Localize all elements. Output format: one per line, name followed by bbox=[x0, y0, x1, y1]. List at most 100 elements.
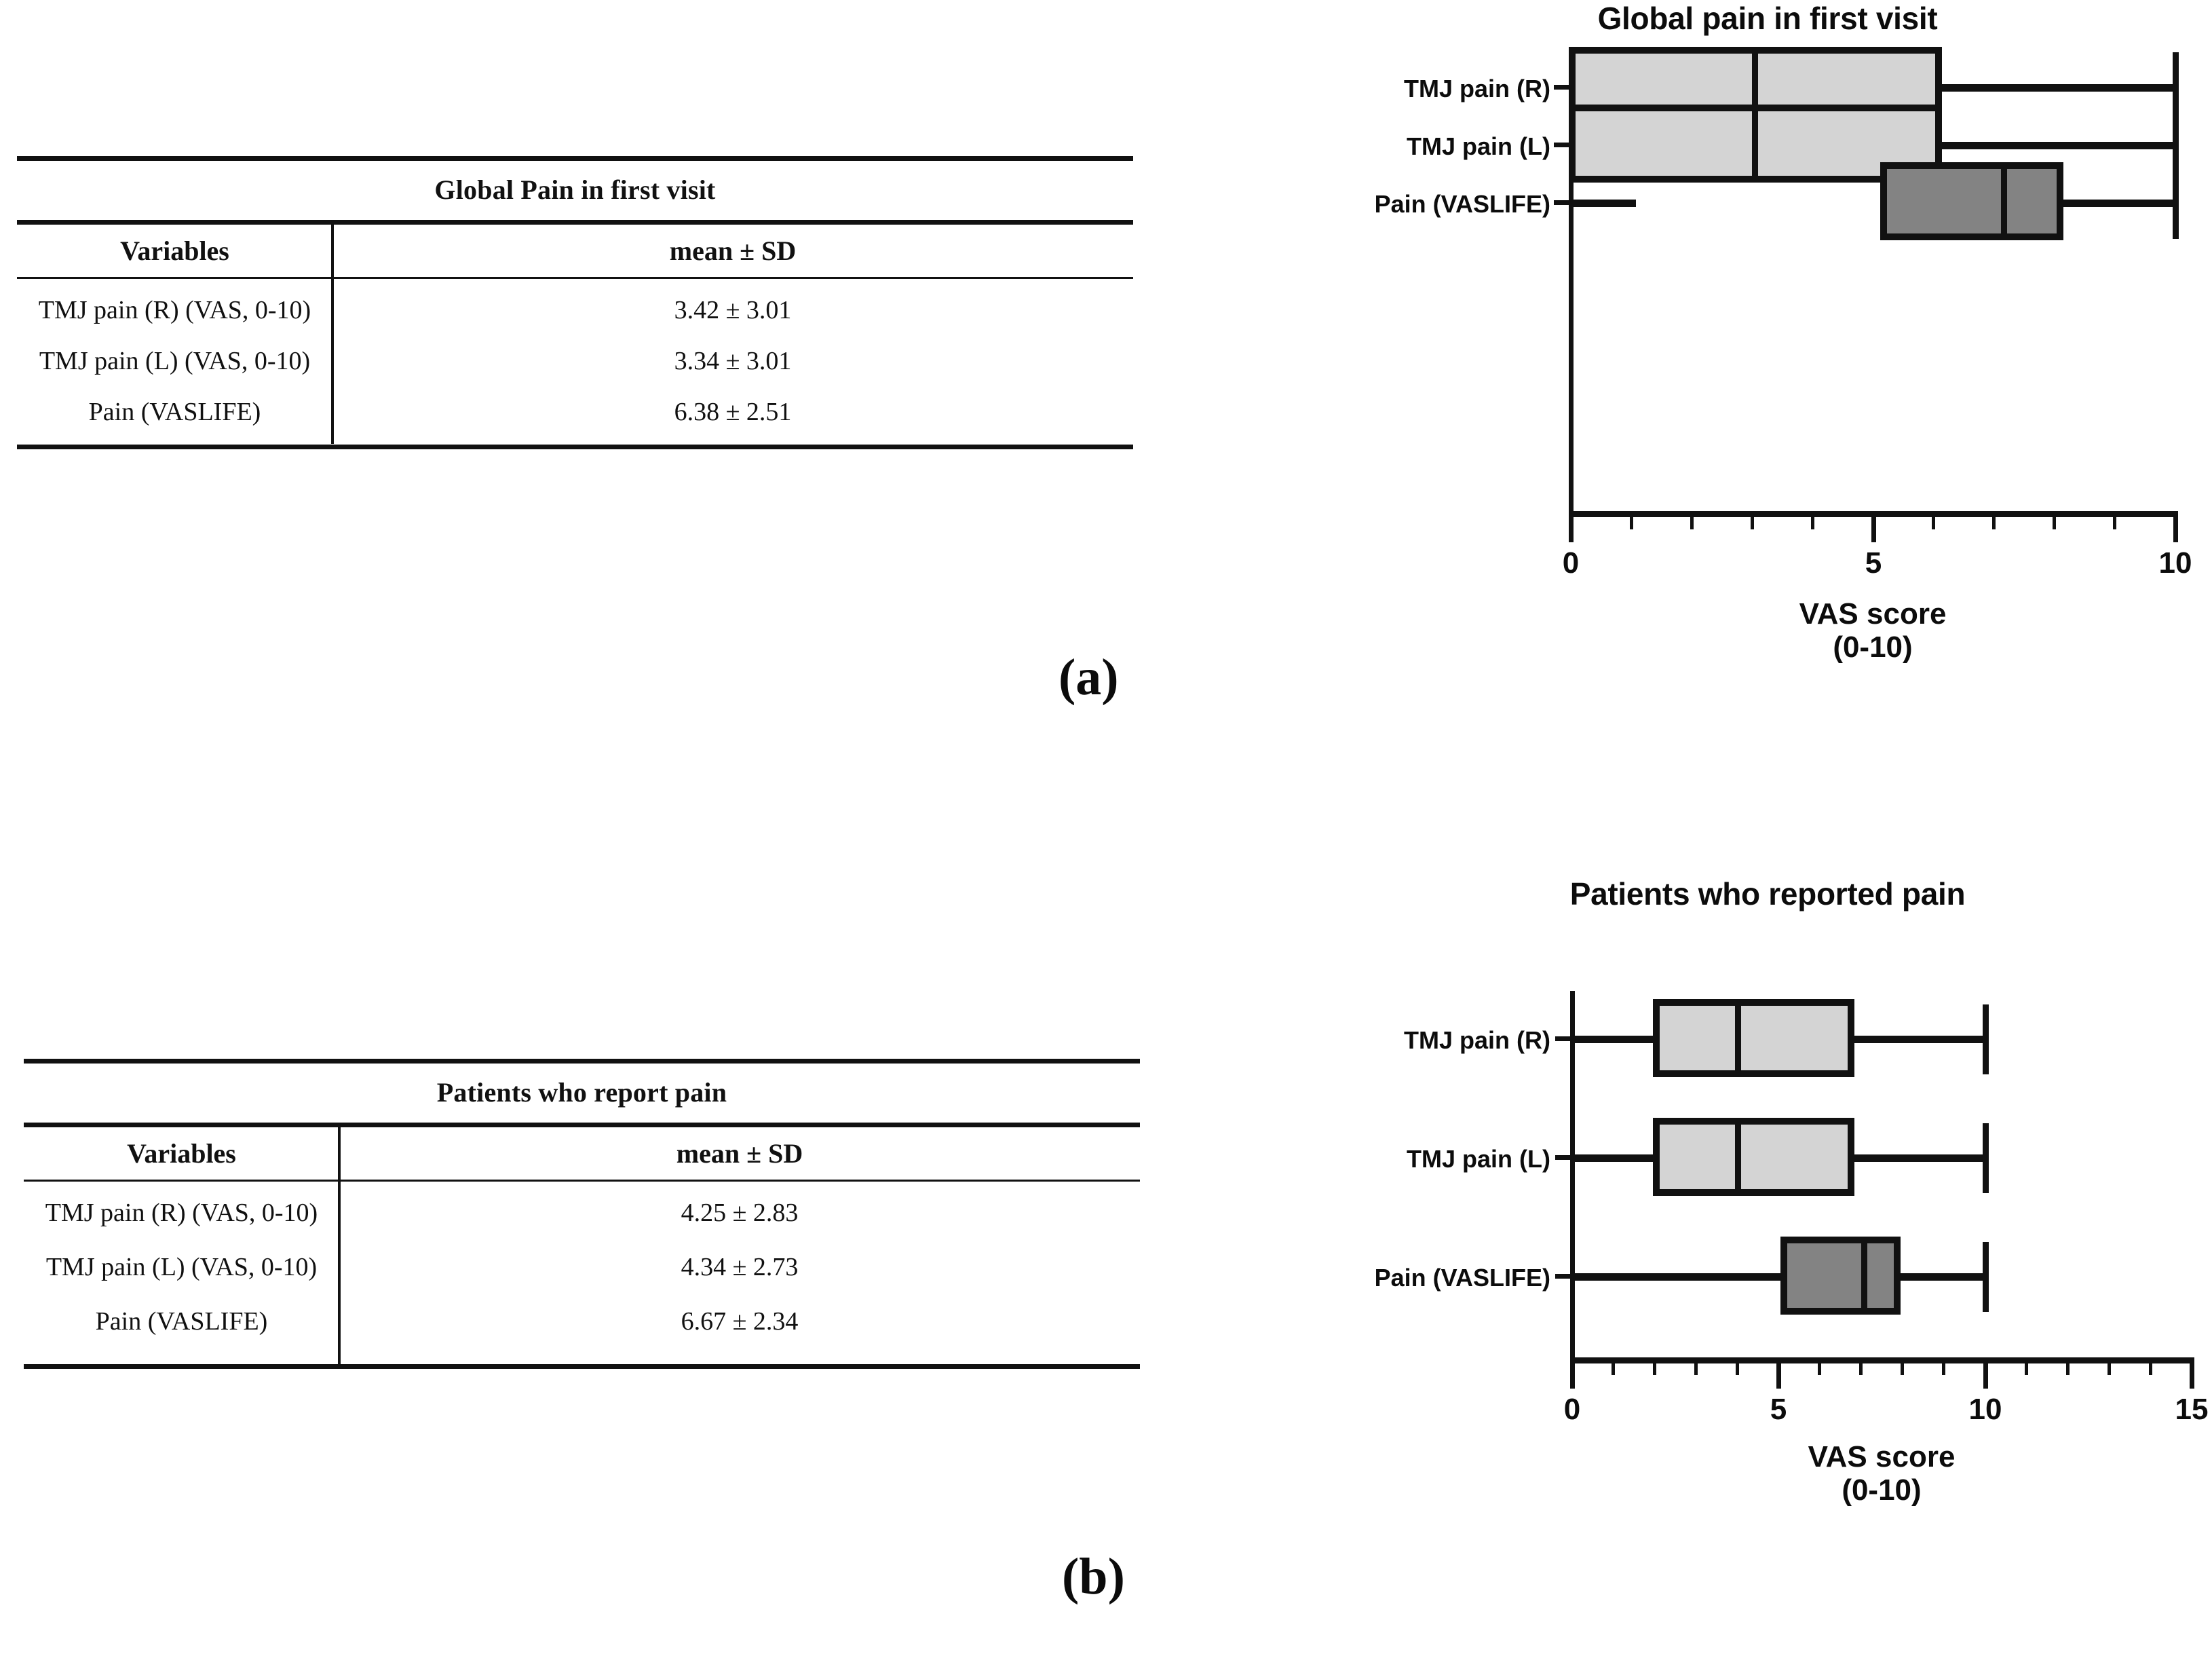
table-a-header-rule bbox=[17, 220, 1133, 225]
table-b-top-rule bbox=[24, 1059, 1140, 1064]
chart-b-xtick-minor-7 bbox=[1859, 1357, 1863, 1375]
chart-b-xtick-minor-4 bbox=[1736, 1357, 1739, 1375]
chart-a-box-1-cap-right bbox=[2173, 110, 2179, 181]
chart-b-xtick-15 bbox=[2190, 1357, 2194, 1389]
chart-a-category-label-0: TMJ pain (R) bbox=[1404, 75, 1550, 102]
table-a-col-variables: Variables bbox=[120, 236, 229, 266]
chart-a-xticklabel-10: 10 bbox=[2158, 546, 2192, 580]
chart-a-xtick-minor-2 bbox=[1690, 511, 1694, 529]
chart-b-xticklabel-15: 15 bbox=[2175, 1393, 2209, 1426]
chart-b-xtick-minor-12 bbox=[2066, 1357, 2070, 1375]
chart-b-xtick-minor-1 bbox=[1612, 1357, 1615, 1375]
table-a-column-divider bbox=[331, 220, 334, 444]
table-a-title: Global Pain in first visit bbox=[434, 174, 716, 205]
chart-a-xticklabel-0: 0 bbox=[1562, 546, 1580, 580]
chart-b-category-label-2: Pain (VASLIFE) bbox=[1374, 1264, 1550, 1292]
chart-b-xticklabel-10: 10 bbox=[1968, 1393, 2002, 1426]
chart-b-category-tick-1 bbox=[1555, 1155, 1576, 1160]
table-b-header-rule bbox=[24, 1123, 1140, 1127]
table-b-row-1-variable: TMJ pain (L) (VAS, 0-10) bbox=[45, 1253, 318, 1281]
chart-b-box-2-body bbox=[1780, 1237, 1901, 1315]
chart-b-xtick-minor-2 bbox=[1653, 1357, 1656, 1375]
chart-b-xtick-minor-6 bbox=[1818, 1357, 1821, 1375]
chart-a-xtick-0 bbox=[1569, 511, 1574, 542]
chart-b-box-1-cap-right bbox=[1983, 1123, 1989, 1193]
chart-b-box-2-whisker-left bbox=[1570, 1273, 1782, 1281]
chart-b-category-tick-2 bbox=[1555, 1274, 1576, 1279]
chart-a-box-0-whisker-right bbox=[1938, 84, 2176, 92]
chart-a-title: Global pain in first visit bbox=[1597, 1, 1938, 36]
table-a-bottom-rule bbox=[17, 445, 1133, 449]
chart-a-x-axis-title-sub: (0-10) bbox=[1833, 631, 1913, 664]
chart-a-xtick-10 bbox=[2173, 511, 2178, 542]
chart-a-xtick-minor-3 bbox=[1751, 511, 1754, 529]
chart-b-box-2-whisker-right bbox=[1896, 1273, 1986, 1281]
chart-b-xtick-10 bbox=[1983, 1357, 1988, 1389]
chart-b-xticklabel-0: 0 bbox=[1563, 1393, 1581, 1426]
chart-b-x-axis-title-main: VAS score bbox=[1808, 1440, 1956, 1473]
chart-b-x-axis bbox=[1570, 1357, 2194, 1363]
chart-a-xtick-minor-7 bbox=[1992, 511, 1996, 529]
chart-b-box-1-body bbox=[1653, 1118, 1854, 1196]
chart-a-box-2-body bbox=[1880, 162, 2063, 240]
chart-b-plot-area: 0 5 10 15 VAS score (0-10) TMJ pain (R) … bbox=[1323, 876, 2212, 1554]
chart-a-plot-area: 0 5 10 VAS score (0-10) TMJ pain (R) TMJ… bbox=[1323, 0, 2212, 679]
chart-a-box-1-whisker-right bbox=[1938, 142, 2176, 149]
chart-b-x-axis-title: VAS score (0-10) bbox=[1641, 1440, 2122, 1507]
chart-b-xtick-minor-8 bbox=[1901, 1357, 1904, 1375]
chart-a-category-label-1: TMJ pain (L) bbox=[1407, 132, 1550, 160]
chart-b-title: Patients who reported pain bbox=[1569, 876, 1966, 911]
chart-b-xtick-0 bbox=[1570, 1357, 1575, 1389]
chart-b-category-label-1: TMJ pain (L) bbox=[1407, 1145, 1550, 1173]
table-b-col-variables: Variables bbox=[127, 1138, 236, 1169]
chart-a-y-axis bbox=[1569, 53, 1574, 514]
table-top-rule bbox=[17, 156, 1133, 161]
table-b-row-2-variable: Pain (VASLIFE) bbox=[95, 1307, 268, 1336]
table-a-row-2-value: 6.38 ± 2.51 bbox=[674, 398, 792, 426]
chart-a-category-tick-0 bbox=[1554, 85, 1574, 90]
table-a-row-0-value: 3.42 ± 3.01 bbox=[674, 296, 792, 324]
chart-a-category-tick-1 bbox=[1554, 143, 1574, 147]
chart-b-xtick-minor-13 bbox=[2108, 1357, 2111, 1375]
table-a-row-1-value: 3.34 ± 3.01 bbox=[674, 347, 792, 375]
chart-a-x-axis-title-main: VAS score bbox=[1799, 597, 1947, 631]
chart-b-xtick-minor-9 bbox=[1942, 1357, 1945, 1375]
table-b-row-2-value: 6.67 ± 2.34 bbox=[681, 1307, 799, 1336]
table-a-col-mean-sd: mean ± SD bbox=[669, 236, 797, 266]
table-b-row-0-value: 4.25 ± 2.83 bbox=[681, 1199, 799, 1227]
table-a-row-1-variable: TMJ pain (L) (VAS, 0-10) bbox=[39, 347, 311, 375]
chart-a-xtick-minor-8 bbox=[2053, 511, 2056, 529]
table-b-col-mean-sd: mean ± SD bbox=[676, 1138, 803, 1169]
chart-b-box-0-cap-right bbox=[1983, 1004, 1989, 1074]
chart-b-xtick-minor-11 bbox=[2025, 1357, 2028, 1375]
chart-a-xtick-5 bbox=[1871, 511, 1876, 542]
chart-b-y-axis bbox=[1570, 991, 1575, 1361]
chart-b-box-1-whisker-left bbox=[1570, 1154, 1657, 1162]
chart-b-category-label-0: TMJ pain (R) bbox=[1404, 1026, 1550, 1054]
table-b-head-bottom-rule bbox=[24, 1180, 1140, 1182]
chart-b-box-2-cap-right bbox=[1983, 1242, 1989, 1312]
chart-b-category-tick-0 bbox=[1555, 1036, 1576, 1041]
chart-a-box-0-median bbox=[1752, 47, 1758, 125]
chart-b-box-1-whisker-right bbox=[1850, 1154, 1986, 1162]
chart-b-xtick-minor-3 bbox=[1694, 1357, 1698, 1375]
chart-b-x-axis-title-sub: (0-10) bbox=[1842, 1473, 1922, 1507]
chart-b-box-0-median bbox=[1735, 999, 1741, 1077]
chart-a-xtick-minor-6 bbox=[1932, 511, 1935, 529]
table-a-row-0-variable: TMJ pain (R) (VAS, 0-10) bbox=[38, 296, 311, 324]
table-b-bottom-rule bbox=[24, 1364, 1140, 1369]
chart-b-xtick-minor-14 bbox=[2149, 1357, 2152, 1375]
chart-a-box-1-median bbox=[1752, 105, 1758, 183]
chart-b-box-0-whisker-right bbox=[1850, 1036, 1986, 1043]
chart-a-box-2-cap-right bbox=[2173, 168, 2179, 239]
boxplot-patients-who-reported-pain: Patients who reported pain 0 5 10 15 VAS… bbox=[1323, 876, 2212, 1554]
chart-a-category-label-2: Pain (VASLIFE) bbox=[1374, 190, 1550, 218]
chart-a-box-2-median bbox=[2001, 162, 2007, 240]
chart-a-xtick-minor-1 bbox=[1630, 511, 1633, 529]
table-b-column-divider bbox=[338, 1123, 341, 1364]
chart-a-box-2-whisker-left bbox=[1569, 200, 1636, 207]
table-b-row-0-variable: TMJ pain (R) (VAS, 0-10) bbox=[45, 1199, 318, 1227]
chart-b-box-1-median bbox=[1735, 1118, 1741, 1196]
chart-a-xtick-minor-4 bbox=[1811, 511, 1814, 529]
chart-b-box-2-median bbox=[1861, 1237, 1867, 1315]
